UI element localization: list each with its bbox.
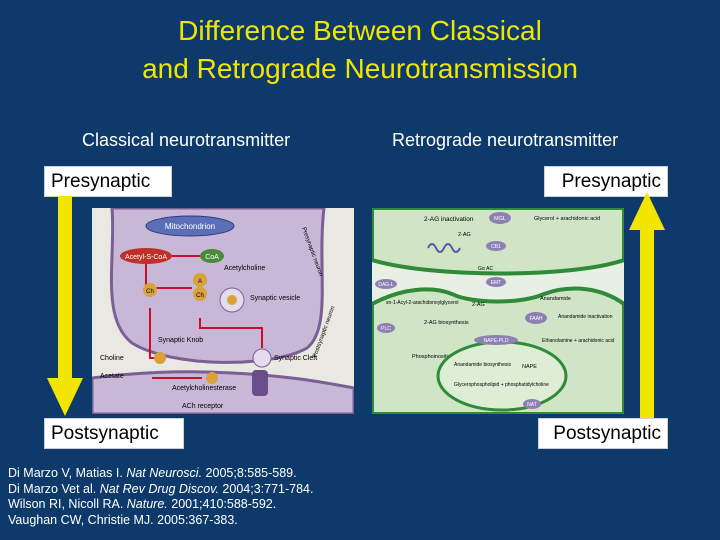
retrograde-column-heading: Retrograde neurotransmitter (392, 130, 619, 150)
ach-receptor-label: ACh receptor (182, 403, 224, 410)
nape-pld-label: NAPE-PLD (483, 338, 508, 344)
choline-label: Choline (100, 355, 124, 362)
acetylcholinesterase-label: Acetylcholinesterase (172, 385, 236, 392)
mgl-label: MGL (494, 216, 506, 222)
title-line-2: and Retrograde Neurotransmission (142, 53, 578, 84)
two-ag-top-label: 2-AG (458, 232, 471, 238)
slide-title: Difference Between Classical and Retrogr… (0, 12, 720, 88)
title-line-1: Difference Between Classical (178, 15, 542, 46)
phosphoinositides-label: Phosphoinositides (412, 354, 457, 360)
faah-label: FAAH (529, 316, 542, 322)
two-ag-mid-label: 2-AG (472, 302, 485, 308)
dag-l-label: DAG-L (378, 282, 394, 288)
acetate-label: Acetate (100, 373, 124, 380)
cb1-label: CB1 (491, 244, 501, 250)
plc-label: PLC (381, 326, 391, 332)
classical-diagram: Mitochondrion Acetyl-S-CoA CoA Ch A Ch A… (92, 208, 354, 414)
anandamide-inactivation-label: Anandamide inactivation (558, 314, 613, 320)
gs-ac-label: Gα AC (478, 266, 494, 272)
mitochondrion-label: Mitochondrion (165, 222, 215, 231)
acetyl-coa-label: Acetyl-S-CoA (125, 254, 167, 261)
glycerol-arachidonic-label: Glycerol + arachidonic acid (534, 216, 600, 222)
postsynaptic-label-right: Postsynaptic (538, 418, 668, 449)
reference-3: Wilson RI, Nicoll RA. Nature. 2001;410:5… (8, 497, 277, 511)
references: Di Marzo V, Matias I. Nat Neurosci. 2005… (8, 466, 313, 528)
ethanolamine-label: Ethanolamine + arachidonic acid (542, 338, 615, 344)
anandamide-biosynthesis-label: Anandamide biosynthesis (454, 362, 511, 368)
nat-label: NAT (527, 402, 537, 408)
glycerophospholipid-label: Glycerophospholipid + phosphatidylcholin… (454, 382, 549, 388)
ch-molecule-1: Ch (146, 289, 154, 295)
down-arrow-icon (47, 196, 83, 416)
acyl-arachidonoyl-label: sn-1-Acyl-2-arachidonoylglycerol (386, 300, 459, 306)
receptor-icon (427, 243, 461, 253)
emt-label: EMT (491, 280, 502, 286)
presynaptic-label-left: Presynaptic (44, 166, 172, 197)
presynaptic-label-right: Presynaptic (544, 166, 668, 197)
nape-label: NAPE (522, 364, 537, 370)
a-molecule-1: A (198, 279, 202, 285)
two-ag-inactivation-label: 2-AG inactivation (424, 216, 474, 223)
synaptic-knob-label: Synaptic Knob (158, 337, 203, 344)
classical-column-heading: Classical neurotransmitter (82, 130, 291, 150)
up-arrow-icon (629, 192, 665, 418)
acetylcholine-label: Acetylcholine (224, 265, 265, 272)
anandamide-label: Anandamide (540, 296, 571, 302)
coa-label: CoA (205, 254, 219, 261)
reference-2: Di Marzo Vet al. Nat Rev Drug Discov. 20… (8, 481, 314, 496)
synaptic-vesicle-label: Synaptic vesicle (250, 295, 300, 302)
postsynaptic-label-left: Postsynaptic (44, 418, 184, 449)
reference-1: Di Marzo V, Matias I. Nat Neurosci. 2005… (8, 466, 297, 480)
retrograde-diagram: 2-AG inactivation MGL Glycerol + arachid… (372, 208, 624, 414)
reference-4: Vaughan CW, Christie MJ. 2005:367-383. (8, 512, 238, 527)
two-ag-biosynthesis-label: 2-AG biosynthesis (424, 320, 469, 326)
synaptic-cleft-label: Synaptic Cleft (274, 355, 317, 362)
ch-molecule-2: Ch (196, 293, 204, 299)
